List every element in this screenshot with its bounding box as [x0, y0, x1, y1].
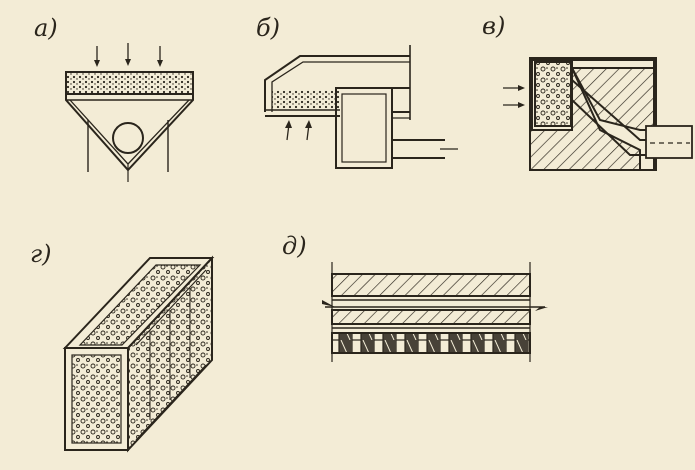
diagram-d-layered-section: [322, 262, 548, 362]
label-g: г): [30, 240, 52, 268]
label-b: б): [256, 14, 281, 42]
label-d: д): [282, 232, 307, 260]
diagram-v-sectional-block: [503, 57, 693, 171]
diagram-a-hopper-filter: [65, 43, 194, 182]
label-v: в): [482, 12, 506, 40]
diagram-b-vacuum-chamber: [264, 45, 458, 169]
diagram-g-prism-element: [62, 255, 215, 453]
label-a: а): [34, 14, 58, 42]
